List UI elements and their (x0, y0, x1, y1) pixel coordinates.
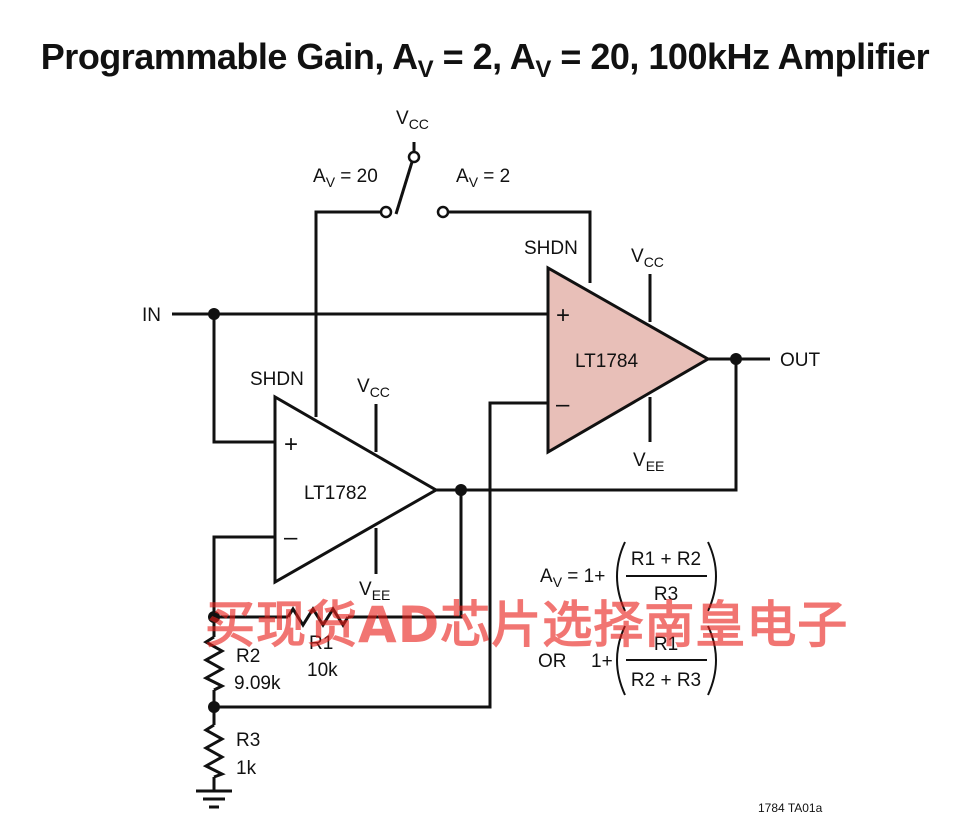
equation-paren-right-1 (707, 541, 717, 612)
top-amp-shdn-label: SHDN (524, 238, 578, 259)
switch-pivot (407, 150, 421, 164)
bottom-amp-name: LT1782 (304, 483, 367, 504)
bottom-amp-plus: + (284, 431, 298, 458)
resistor-r1 (286, 606, 350, 628)
equation-denominator-1: R3 (654, 584, 678, 605)
wire-in-to-bottom-plus (212, 314, 275, 444)
equation-paren-left-1 (616, 541, 626, 612)
ground-symbol (196, 789, 232, 809)
equation-prefix-2: 1+ (591, 651, 613, 672)
equation-paren-left-2 (616, 625, 626, 696)
top-amp-vee-label: VEE (633, 450, 664, 474)
page-title: Programmable Gain, AV = 2, AV = 20, 100k… (40, 36, 930, 83)
equation-numerator-1: R1 + R2 (631, 549, 701, 570)
label-av2: AV = 2 (456, 166, 510, 190)
switch-vcc-label: VCC (396, 108, 429, 132)
figure-id: 1784 TA01a (758, 801, 823, 815)
resistor-r2 (202, 635, 226, 692)
r2-name: R2 (236, 646, 260, 667)
equation-paren-right-2 (707, 625, 717, 696)
port-out-label: OUT (780, 350, 821, 371)
bottom-amp-minus: – (284, 524, 298, 551)
bottom-amp-vcc-label: VCC (357, 376, 390, 400)
op-amp-lt1782 (273, 394, 440, 585)
r1-value: 10k (307, 660, 338, 681)
bottom-amp-vee-label: VEE (359, 579, 390, 603)
equation-numerator-2: R1 (654, 634, 678, 655)
label-av20: AV = 20 (313, 166, 378, 190)
top-amp-plus: + (556, 302, 570, 329)
r3-name: R3 (236, 730, 260, 751)
port-in-label: IN (142, 305, 161, 326)
r3-value: 1k (236, 758, 257, 779)
gain-equation: AV = 1+ R1 + R2 R3 OR 1+ R1 R2 + R3 (538, 541, 717, 696)
switch-contact-av20 (379, 205, 393, 219)
switch-contact-av2 (436, 205, 450, 219)
switch-blade (394, 161, 414, 215)
junction-in (208, 308, 220, 320)
wire-shdn-bottom (314, 210, 386, 417)
wire-out-feedback (436, 359, 738, 492)
junction-bottom-out (455, 484, 467, 496)
watermark: 买现货AD芯片选择南皇电子 (205, 596, 849, 654)
op-amp-lt1784 (546, 265, 712, 455)
equation-or: OR (538, 651, 567, 672)
bottom-amp-shdn-label: SHDN (250, 369, 304, 390)
shdn-switch (379, 150, 450, 219)
equation-av-label: AV = 1+ (540, 566, 605, 590)
top-amp-minus: – (556, 391, 570, 418)
top-amp-name: LT1784 (575, 351, 638, 372)
resistor-r3 (202, 723, 226, 779)
top-amp-vcc-label: VCC (631, 246, 664, 270)
junction-r1-r2 (208, 611, 220, 623)
wire-bottom-minus (212, 535, 275, 637)
junction-r2-r3 (208, 701, 220, 713)
wire-top-minus (214, 401, 548, 709)
r2-value: 9.09k (234, 673, 281, 694)
wire-bottom-out-r1 (348, 490, 463, 619)
r1-name: R1 (309, 633, 333, 654)
junction-out (730, 353, 742, 365)
equation-denominator-2: R2 + R3 (631, 670, 701, 691)
wire-shdn-top (443, 210, 592, 283)
